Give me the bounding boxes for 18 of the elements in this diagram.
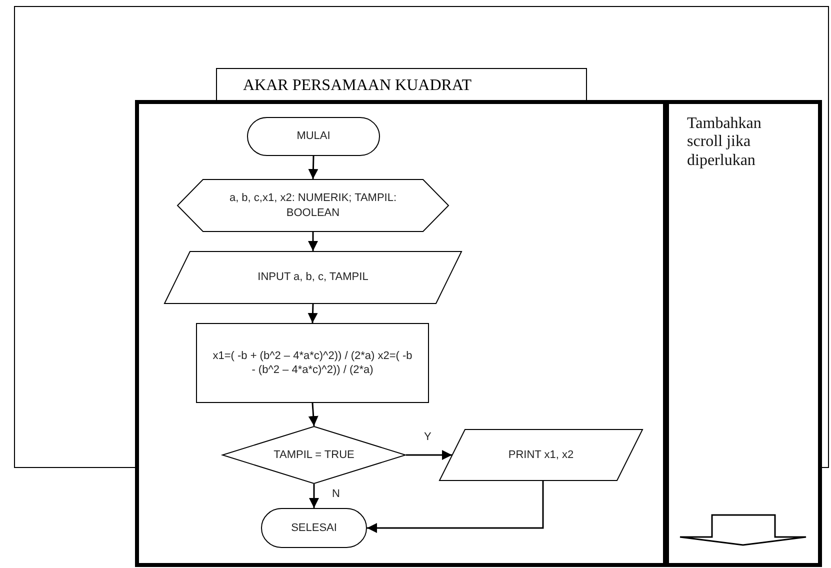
arrow bbox=[308, 156, 318, 180]
node-label: PRINT x1, x2 bbox=[508, 448, 574, 462]
edge-label: N bbox=[331, 489, 341, 500]
node-label: INPUT a, b, c, TAMPIL bbox=[258, 270, 368, 285]
note-text: Tambahkan scroll jika diperlukan bbox=[687, 115, 762, 170]
node-label: SELESAI bbox=[291, 520, 337, 536]
node-label: x1=( -b + (b^2 – 4*a*c)^2)) / (2*a) x2=( -b - (b^2 – 4*a*c)^2)) / (2*a) bbox=[212, 348, 412, 378]
node-label: TAMPIL = TRUE bbox=[274, 448, 354, 462]
arrow bbox=[367, 481, 544, 533]
title: AKAR PERSAMAAN KUADRAT bbox=[243, 77, 472, 95]
arrow bbox=[308, 402, 318, 426]
node-label: a, b, c,x1, x2: NUMERIK; TAMPIL: BOOLEAN bbox=[228, 191, 398, 220]
arrow bbox=[406, 450, 452, 460]
arrow bbox=[308, 304, 318, 324]
node-label: MULAI bbox=[296, 129, 330, 144]
edge-label: Y bbox=[423, 432, 432, 443]
arrow bbox=[309, 484, 319, 508]
arrow bbox=[308, 232, 318, 251]
